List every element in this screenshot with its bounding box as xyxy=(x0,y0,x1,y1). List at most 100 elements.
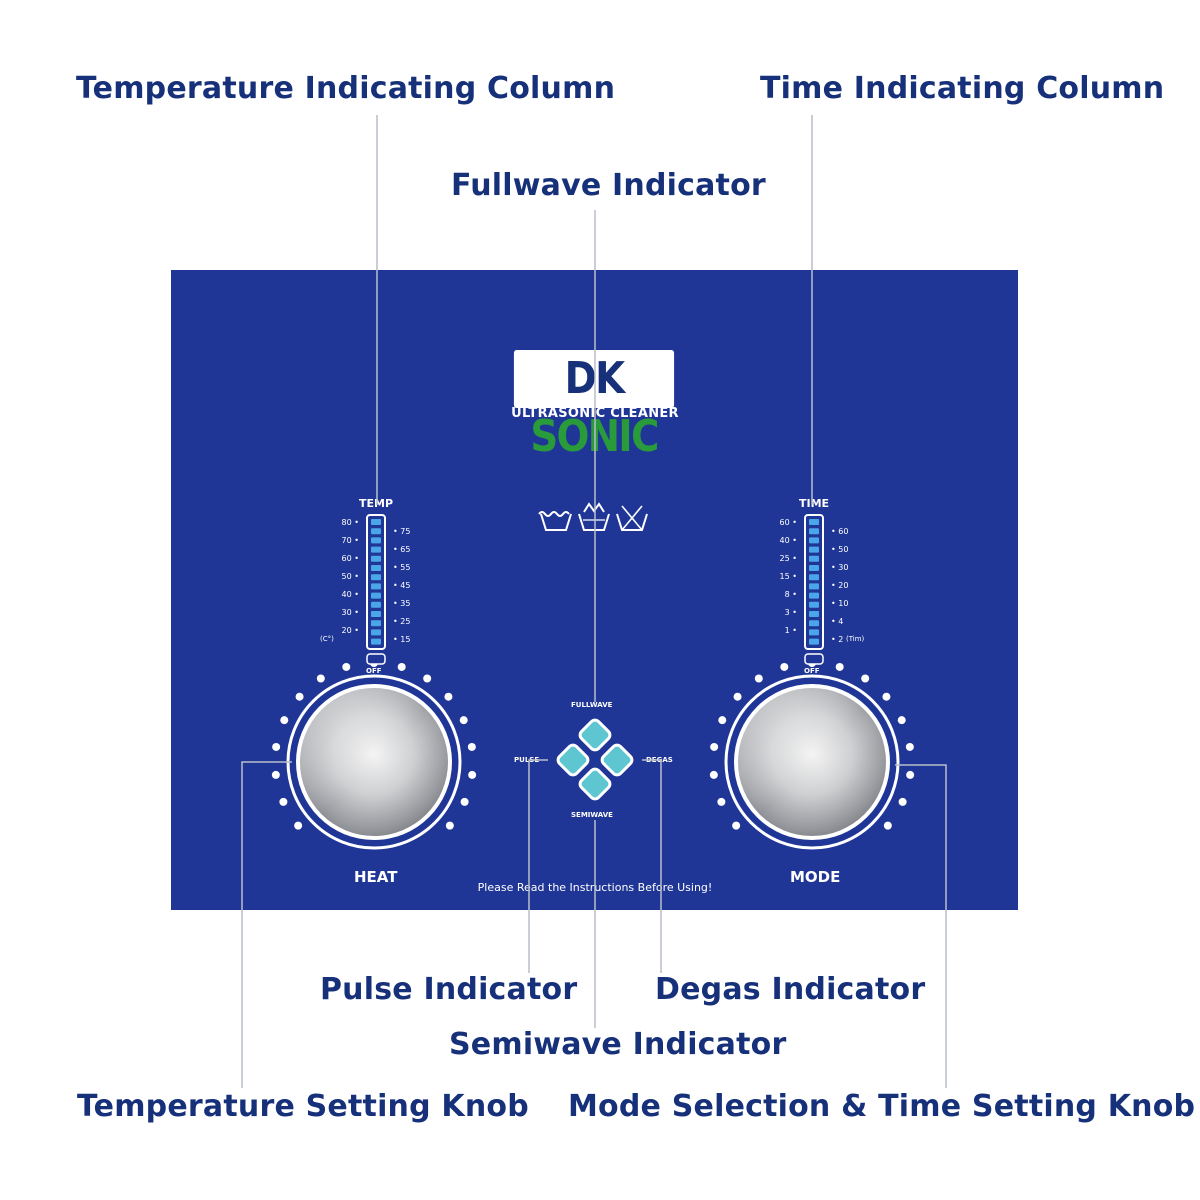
knob-scale-dot xyxy=(271,770,280,779)
knob-scale-dot xyxy=(718,716,727,725)
callout-pulse: Pulse Indicator xyxy=(320,972,578,1007)
heat-knob[interactable] xyxy=(286,674,462,850)
scale-label-right: • 30 xyxy=(831,563,848,572)
callout-temperature-column: Temperature Indicating Column xyxy=(76,71,616,106)
scale-label-left: 70 • xyxy=(342,536,359,545)
led-segment xyxy=(371,620,381,627)
knob-scale-dot xyxy=(342,662,351,671)
led-segment xyxy=(371,565,381,571)
knob-scale-dot xyxy=(754,674,763,683)
scale-label-right: • 2 xyxy=(831,635,843,644)
time-off-label: OFF xyxy=(804,667,820,675)
pulse-label: PULSE xyxy=(514,756,540,764)
scale-label-right: • 4 xyxy=(831,617,843,626)
led-segment xyxy=(371,555,381,562)
temp-off-label: OFF xyxy=(366,667,382,675)
scale-label-right: • 25 xyxy=(393,617,410,626)
laundry-tub-crown-icon xyxy=(578,502,610,531)
scale-label-left: 3 • xyxy=(785,608,797,617)
scale-label-left: 8 • xyxy=(785,590,797,599)
led-segment xyxy=(809,629,819,636)
scale-label-left: 40 • xyxy=(780,536,797,545)
led-segment xyxy=(809,611,819,617)
callout-semiwave: Semiwave Indicator xyxy=(449,1027,787,1062)
knob-scale-dot xyxy=(279,797,288,806)
scale-label-left: 20 • xyxy=(342,626,359,635)
scale-label-right: • 65 xyxy=(393,545,410,554)
knob-scale-dot xyxy=(710,742,719,751)
led-segment xyxy=(809,519,819,525)
led-segment xyxy=(371,583,381,590)
scale-label-right: • 45 xyxy=(393,581,410,590)
callout-mode-knob: Mode Selection & Time Setting Knob xyxy=(568,1089,1196,1124)
scale-label-left: 30 • xyxy=(342,608,359,617)
knob-scale-dot xyxy=(295,692,304,701)
led-segment xyxy=(809,555,819,562)
knob-scale-dot xyxy=(906,770,915,779)
led-segment xyxy=(371,519,381,525)
led-segment xyxy=(809,528,819,535)
scale-label-right: • 10 xyxy=(831,599,848,608)
scale-label-left: 60 • xyxy=(342,554,359,563)
callout-time-column: Time Indicating Column xyxy=(760,71,1165,106)
pulse-indicator[interactable] xyxy=(556,743,590,777)
mode-knob[interactable] xyxy=(724,674,900,850)
led-segment xyxy=(371,574,381,581)
heat-label: HEAT xyxy=(354,868,398,886)
knob-scale-dot xyxy=(445,821,454,830)
scale-label-right: • 20 xyxy=(831,581,848,590)
knob-scale-dot xyxy=(861,674,870,683)
knob-scale-dot xyxy=(316,674,325,683)
led-segment xyxy=(371,601,381,608)
knob-scale-dot xyxy=(898,797,907,806)
degas-indicator[interactable] xyxy=(600,743,634,777)
time-indicator-column: 60 •40 •25 •15 •8 •3 •1 •• 60• 50• 30• 2… xyxy=(780,514,848,665)
time-title: TIME xyxy=(799,497,830,510)
knob-scale-dot xyxy=(444,692,453,701)
knob-scale-dot xyxy=(780,662,789,671)
led-segment xyxy=(809,574,819,581)
led-segment xyxy=(809,620,819,627)
scale-label-right: • 55 xyxy=(393,563,410,572)
callout-temperature-knob: Temperature Setting Knob xyxy=(77,1089,529,1124)
knob-scale-dot xyxy=(733,692,742,701)
led-segment xyxy=(371,611,381,617)
knob-scale-dot xyxy=(468,770,477,779)
laundry-tub-x-icon xyxy=(616,505,648,531)
fullwave-label: FULLWAVE xyxy=(571,701,613,709)
callout-fullwave: Fullwave Indicator xyxy=(451,168,766,203)
led-segment xyxy=(371,546,381,553)
led-segment xyxy=(371,528,381,535)
scale-label-right: • 50 xyxy=(831,545,848,554)
knob-scale-dot xyxy=(280,716,289,725)
semiwave-indicator[interactable] xyxy=(578,767,612,801)
led-segment xyxy=(809,583,819,590)
scale-label-right: • 75 xyxy=(393,527,410,536)
knob-scale-dot xyxy=(272,742,281,751)
scale-label-left: 25 • xyxy=(780,554,797,563)
knob-scale-dot xyxy=(467,742,476,751)
led-segment xyxy=(371,638,381,645)
scale-label-right: • 60 xyxy=(831,527,848,536)
led-segment xyxy=(809,537,819,544)
led-segment xyxy=(371,537,381,544)
knob-scale-dots xyxy=(271,659,915,830)
mode-indicators xyxy=(556,718,634,801)
led-segment xyxy=(371,592,381,599)
time-unit: (Tim) xyxy=(846,635,865,643)
scale-label-left: 80 • xyxy=(342,518,359,527)
scale-label-left: 15 • xyxy=(780,572,797,581)
knob-scale-dot xyxy=(717,797,726,806)
knob-scale-dot xyxy=(709,770,718,779)
laundry-tub-icon xyxy=(538,511,572,531)
fullwave-indicator[interactable] xyxy=(578,718,612,752)
scale-label-left: 40 • xyxy=(342,590,359,599)
knob-scale-dot xyxy=(460,797,469,806)
knob-scale-dot xyxy=(397,662,406,671)
knob-scale-dot xyxy=(835,662,844,671)
leader-lines xyxy=(241,115,947,1088)
led-segment xyxy=(809,601,819,608)
scale-label-left: 60 • xyxy=(780,518,797,527)
knob-scale-dot xyxy=(459,716,468,725)
